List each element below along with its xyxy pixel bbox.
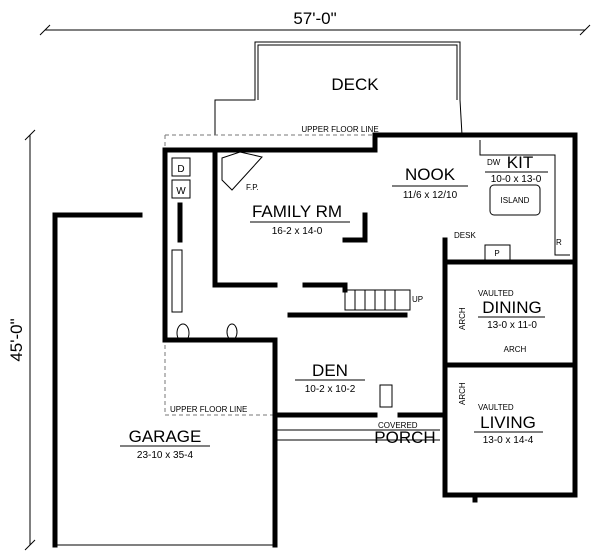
family-name: FAMILY RM xyxy=(252,202,342,221)
arch-label-horizontal: ARCH xyxy=(504,345,527,354)
deck xyxy=(214,41,463,136)
washer xyxy=(171,179,191,199)
garage-walls xyxy=(52,212,440,548)
fireplace-label: F.P. xyxy=(246,183,259,192)
porch-prefix: COVERED xyxy=(378,421,418,430)
living-prefix: VAULTED xyxy=(478,403,514,412)
depth-dimension: 45'-0" xyxy=(7,318,26,361)
dining-name: DINING xyxy=(482,298,542,317)
walls xyxy=(162,132,578,503)
island xyxy=(489,184,541,216)
deck-label: DECK xyxy=(331,75,379,94)
family-size: 16-2 x 14-0 xyxy=(272,226,323,237)
toilet xyxy=(176,323,190,343)
porch-name: PORCH xyxy=(374,428,435,447)
width-dimension: 57'-0" xyxy=(293,9,336,28)
upper-floor-line-bottom: UPPER FLOOR LINE xyxy=(170,405,247,414)
fireplace xyxy=(221,151,263,191)
dryer-label: D xyxy=(177,164,184,175)
dining-prefix: VAULTED xyxy=(478,289,514,298)
arch-label-vertical-2: ARCH xyxy=(458,382,467,405)
dishwasher-label: DW xyxy=(487,158,501,167)
island-label: ISLAND xyxy=(501,196,530,205)
sink xyxy=(226,323,238,341)
coat-closet xyxy=(379,384,393,408)
stairs xyxy=(344,289,411,311)
desk-label: DESK xyxy=(454,231,476,240)
kit-size: 10-0 x 13-0 xyxy=(491,174,542,185)
kit-name: KIT xyxy=(507,153,533,172)
up-label: UP xyxy=(412,295,423,304)
fridge-label: R xyxy=(556,238,562,247)
garage-size: 23-10 x 35-4 xyxy=(137,450,194,461)
washer-label: W xyxy=(176,186,186,197)
arch-label-vertical-1: ARCH xyxy=(458,307,467,330)
pantry-label: P xyxy=(494,249,499,258)
nook-size: 11/6 x 12/10 xyxy=(403,190,458,201)
nook-name: NOOK xyxy=(405,165,456,184)
dryer xyxy=(171,157,191,177)
living-name: LIVING xyxy=(480,413,536,432)
living-size: 13-0 x 14-4 xyxy=(483,435,534,446)
den-name: DEN xyxy=(312,361,348,380)
upper-floor-line-top: UPPER FLOOR LINE xyxy=(301,125,378,134)
pantry xyxy=(484,244,511,261)
dining-size: 13-0 x 11-0 xyxy=(487,320,537,331)
garage-name: GARAGE xyxy=(129,427,202,446)
dimension-lines xyxy=(24,24,591,551)
closet-shelving xyxy=(171,249,183,313)
den-size: 10-2 x 10-2 xyxy=(305,384,356,395)
